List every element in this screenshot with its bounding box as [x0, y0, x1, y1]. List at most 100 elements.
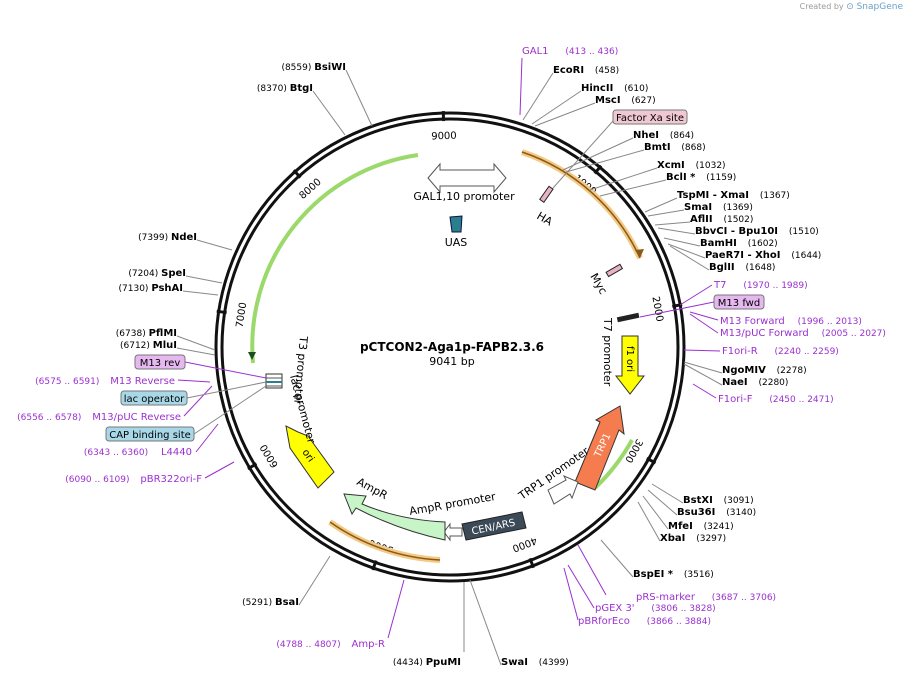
- box-label-text: M13 rev: [140, 358, 181, 369]
- t3-promoter-label: T3 promoter: [291, 335, 310, 406]
- label-text: SmaI (1369): [684, 202, 753, 213]
- primer-name: L4440: [161, 447, 192, 458]
- primer-pbr322ori-f: (6090 .. 6109) pBR322ori-F: [65, 461, 235, 485]
- enzyme-name: AflII: [690, 214, 713, 225]
- arc-green-top-left: [250, 153, 419, 364]
- leader-line: [600, 539, 634, 578]
- arc-orange-bottom-line: [329, 521, 441, 561]
- feature-t7-promoter: T7 promoter: [601, 312, 640, 387]
- enzyme-pos: (7399): [138, 233, 171, 243]
- site-label: Bsu36I (3140): [647, 489, 756, 518]
- factor-xa-box: Factor Xa site: [552, 109, 688, 189]
- primer-pos: (6343 .. 6360): [84, 448, 151, 458]
- enzyme-pos: (7130): [119, 284, 152, 294]
- f1-ori-label: f1 ori: [624, 346, 635, 372]
- primer-amp-r: (4788 .. 4807) Amp-R: [276, 579, 405, 650]
- box-label-text: CAP binding site: [109, 430, 191, 441]
- label-text: Bsu36I (3140): [677, 507, 756, 518]
- enzyme-name: NgoMIV: [722, 365, 766, 376]
- label-text: MscI (627): [595, 95, 656, 106]
- feature-f1-ori: f1 ori: [614, 335, 646, 395]
- site-label: MfeI (3241): [642, 495, 734, 532]
- site-label: (6712) MluI: [120, 340, 216, 356]
- label-text: BglII (1648): [709, 262, 775, 273]
- label-text: NheI (864): [633, 130, 694, 141]
- label-group: EcoRI (458) HincII (610)MscI (627) Factor …: [17, 46, 886, 668]
- leader-line: [182, 290, 219, 296]
- feature-uas: UAS: [445, 215, 467, 249]
- enzyme-pos: (3241): [701, 522, 734, 532]
- tick-label: 9000: [431, 131, 457, 143]
- leader-line: [565, 149, 645, 173]
- label-text: F1ori-R (2240 .. 2259): [722, 346, 839, 357]
- backbone-outer: [214, 111, 686, 583]
- enzyme-pos: (458): [592, 66, 619, 76]
- site-label: HincII (610): [531, 83, 648, 125]
- arc-orange-top-right-head: [635, 249, 644, 258]
- leader-line: [176, 335, 216, 351]
- enzyme-pos: (1648): [743, 263, 776, 273]
- ha-label: HA: [535, 209, 556, 228]
- enzyme-pos: (8559): [281, 63, 314, 73]
- enzyme-name: NheI: [633, 130, 659, 141]
- enzyme-name: BamHI: [700, 238, 737, 249]
- enzyme-pos: (3091): [721, 496, 754, 506]
- site-label: AflII (1502): [654, 214, 754, 226]
- primer-name: M13/pUC Reverse: [92, 412, 181, 423]
- leader-line: [654, 221, 691, 226]
- primer-m13-reverse: (6575 .. 6591) M13 Reverse: [35, 376, 211, 387]
- leader-line: [567, 564, 595, 609]
- leader-line: [689, 313, 719, 334]
- enzyme-pos: (1502): [721, 215, 754, 225]
- enzyme-pos: (1367): [757, 191, 790, 201]
- enzyme-name: XcmI: [657, 160, 685, 171]
- leader-line: [298, 555, 331, 606]
- primer-f1ori-r: F1ori-R (2240 .. 2259): [683, 346, 839, 357]
- enzyme-pos: (8370): [257, 84, 290, 94]
- leader-line: [689, 311, 719, 321]
- primer-gal1: GAL1 (413 .. 436): [519, 46, 618, 116]
- leader-line: [644, 197, 678, 213]
- leader-line: [647, 209, 685, 217]
- label-text: M13 Forward (1996 .. 2013): [720, 316, 862, 327]
- leader-line: [345, 69, 373, 127]
- label-text: EcoRI (458): [553, 65, 619, 76]
- enzyme-pos: (627): [629, 96, 656, 106]
- leader-line: [176, 347, 216, 356]
- site-label: (7204) SpeI: [128, 268, 223, 284]
- primer-name: F1ori-F: [718, 394, 753, 405]
- label-text: (5291) BsaI: [242, 597, 299, 608]
- site-label: (8370) BtgI: [257, 83, 346, 136]
- enzyme-pos: (3516): [681, 570, 714, 580]
- plasmid-size: 9041 bp: [429, 355, 474, 368]
- primer-name: T7: [713, 280, 726, 291]
- primer-l4440: (6343 .. 6360) L4440: [84, 423, 219, 458]
- primer-m13-forward: M13 Forward (1996 .. 2013): [689, 311, 862, 327]
- enzyme-name: Bsu36I: [677, 507, 715, 518]
- enzyme-pos: (868): [679, 143, 706, 153]
- leader-line: [185, 275, 223, 284]
- primer-pos: (6556 .. 6578): [17, 413, 84, 423]
- site-label: TspMI - XmaI (1367): [644, 190, 790, 213]
- site-label: BspEI * (3516): [600, 539, 714, 580]
- gal-promoter-label: GAL1,10 promoter: [413, 190, 515, 203]
- label-text: (6575 .. 6591) M13 Reverse: [35, 376, 175, 387]
- enzyme-name: MfeI: [668, 521, 693, 532]
- leader-line: [577, 544, 607, 596]
- enzyme-name: BclI *: [666, 172, 696, 183]
- site-label: NaeI (2280): [683, 363, 788, 388]
- label-text: BmtI (868): [644, 142, 706, 153]
- site-label: (5291) BsaI: [242, 555, 331, 608]
- primer-pos: (2450 .. 2471): [766, 395, 833, 405]
- leader-line: [312, 90, 346, 136]
- enzyme-pos: (1032): [693, 161, 726, 171]
- primer-name: Amp-R: [352, 639, 386, 650]
- label-text: BbvCI - Bpu10I (1510): [695, 226, 819, 237]
- primer-pos: (1996 .. 2013): [795, 317, 862, 327]
- primer-pbrforeco: pBRforEco (3866 .. 3884): [563, 567, 711, 627]
- label-text: HincII (610): [581, 83, 648, 94]
- enzyme-pos: (3297): [693, 534, 726, 544]
- enzyme-pos: (4434): [393, 658, 426, 668]
- tick-mark: [593, 164, 603, 175]
